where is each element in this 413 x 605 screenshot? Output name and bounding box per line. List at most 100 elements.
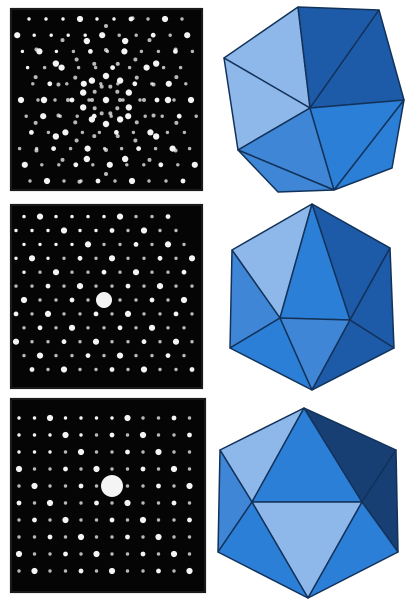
diffraction-spot [121, 98, 124, 101]
diffraction-spot [78, 340, 81, 343]
diffraction-spot [166, 298, 169, 301]
diffraction-spot [48, 450, 51, 453]
diffraction-spot [173, 339, 179, 345]
diffraction-spot [142, 339, 147, 344]
diffraction-spot [174, 121, 178, 125]
diffraction-spot [17, 518, 20, 521]
diffraction-spot [155, 98, 160, 103]
diffraction-spot [92, 134, 96, 138]
diffraction-spot [109, 255, 115, 261]
diffraction-spot [171, 466, 177, 472]
diffraction-spot [48, 484, 51, 487]
diffraction-spot [63, 467, 68, 472]
icosahedron-icon [218, 198, 404, 394]
diffraction-spot [32, 518, 37, 523]
diffraction-spot [110, 65, 115, 70]
diffraction-spot [54, 298, 57, 301]
diffraction-spot [94, 257, 97, 260]
diffraction-spot [31, 483, 37, 489]
diffraction-spot [47, 415, 53, 421]
diffraction-spot [184, 32, 190, 38]
diffraction-spot [95, 450, 98, 453]
diffraction-spot [30, 312, 33, 315]
diffraction-spot [64, 535, 67, 538]
diffraction-spot [61, 366, 67, 372]
diffraction-spot [147, 129, 153, 135]
diffraction-spot [21, 50, 24, 53]
diffraction-spot [78, 312, 81, 315]
diffraction-spot [33, 552, 36, 555]
diffraction-spot [14, 312, 19, 317]
diffraction-spot [133, 269, 139, 275]
diffraction-spot [158, 229, 161, 232]
diffraction-spot [147, 179, 150, 182]
diffraction-spot [188, 147, 191, 150]
diffraction-spot [99, 32, 105, 38]
diffraction-spot [44, 178, 50, 184]
diffraction-spot [86, 215, 89, 218]
diffraction-spot [147, 38, 151, 42]
diffraction-spot [62, 432, 68, 438]
diffraction-spot [79, 484, 84, 489]
diffraction-spot [142, 257, 145, 260]
diffraction-spot [94, 229, 97, 232]
diffraction-spot [187, 433, 192, 438]
diffraction-spot [126, 229, 129, 232]
diffraction-spot [64, 450, 67, 453]
diffraction-spot [110, 518, 115, 523]
diffraction-spot [17, 535, 20, 538]
diffraction-spot [79, 518, 82, 521]
diffraction-spot [142, 163, 145, 166]
diffraction-spot [80, 104, 86, 110]
diffraction-spots [10, 204, 203, 389]
diffraction-spot [104, 172, 108, 176]
icosahedron-icon [212, 402, 406, 602]
diffraction-spot [133, 58, 137, 62]
diffraction-spot [77, 16, 83, 22]
diffraction-spot [112, 17, 115, 20]
diffraction-spot [70, 98, 75, 103]
diffraction-spot [134, 298, 137, 301]
diffraction-spot [126, 569, 129, 572]
diffraction-spot [172, 450, 175, 453]
diffraction-spot [181, 297, 187, 303]
diffraction-spot [149, 325, 155, 331]
diffraction-spot [110, 450, 113, 453]
diffraction-spot [126, 104, 132, 110]
diffraction-spot [166, 353, 171, 358]
diffraction-spot [150, 354, 153, 357]
diffraction-spot [93, 466, 99, 472]
diffraction-spot [182, 354, 185, 357]
diffraction-spot [129, 17, 134, 22]
icosahedron-threefold-view [218, 198, 404, 394]
diffraction-spot [110, 535, 113, 538]
diffraction-spot [95, 484, 98, 487]
diffraction-spot [192, 162, 198, 168]
diffraction-spot [118, 298, 121, 301]
diffraction-spot [158, 312, 161, 315]
diffraction-spot [180, 17, 183, 20]
diffraction-spot [18, 147, 21, 150]
diffraction-spot [78, 534, 84, 540]
diffraction-spot [93, 339, 99, 345]
diffraction-spot [126, 467, 129, 470]
diffraction-spot [53, 60, 59, 66]
diffraction-spot [102, 243, 105, 246]
diffraction-spot [166, 326, 169, 329]
diffraction-spot [188, 535, 191, 538]
diffraction-spot [157, 552, 160, 555]
diffraction-spot [41, 97, 47, 103]
diffraction-spot [22, 354, 25, 357]
diffraction-spot [108, 85, 112, 89]
diffraction-spot [61, 158, 65, 162]
diffraction-spot [95, 416, 98, 419]
diffraction-spot [157, 518, 160, 521]
diffraction-spot [134, 354, 137, 357]
diffraction-spot [165, 241, 171, 247]
diffraction-spot [89, 77, 95, 83]
diffraction-spot [94, 312, 99, 317]
diffraction-spot [33, 535, 36, 538]
diffraction-spot [18, 97, 24, 103]
diffraction-spot [181, 179, 186, 184]
diffraction-spot [53, 133, 59, 139]
